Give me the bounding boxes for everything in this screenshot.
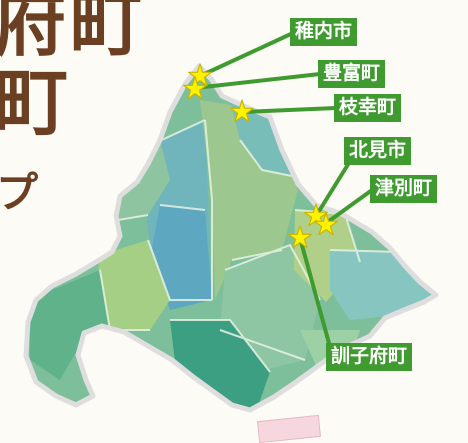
marker-stars [183,63,338,249]
marker-label-toyotomi: 豊富町 [318,60,386,88]
star-icon [288,225,312,249]
star-icon [314,212,338,236]
star-icon [188,63,212,87]
leader-line-wakkanai [198,31,295,78]
coastline [23,63,439,413]
marker-label-wakkanai: 稚内市 [290,18,358,46]
marker-label-tsubetsu: 津別町 [370,175,438,203]
marker-label-kunneppu: 訓子府町 [326,343,413,371]
title-line-3: プ [0,168,39,217]
leader-line-kitami [314,156,354,218]
star-icon [230,99,254,123]
leader-line-kunneppu [298,236,334,356]
leader-line-tsubetsu [323,188,374,226]
title-line-2: 町 [0,60,68,146]
hokkaido-map [23,31,439,413]
leader-lines [193,31,374,356]
leader-line-esashi [240,106,338,114]
star-icon [183,76,207,100]
marker-label-esashi: 枝幸町 [334,94,402,122]
title-line-1: 府町 [0,0,147,66]
map-stage: 府町 町 プ [0,0,439,443]
leader-line-toyotomi [193,72,322,90]
star-icon [304,203,328,227]
marker-label-kitami: 北見市 [344,137,412,165]
